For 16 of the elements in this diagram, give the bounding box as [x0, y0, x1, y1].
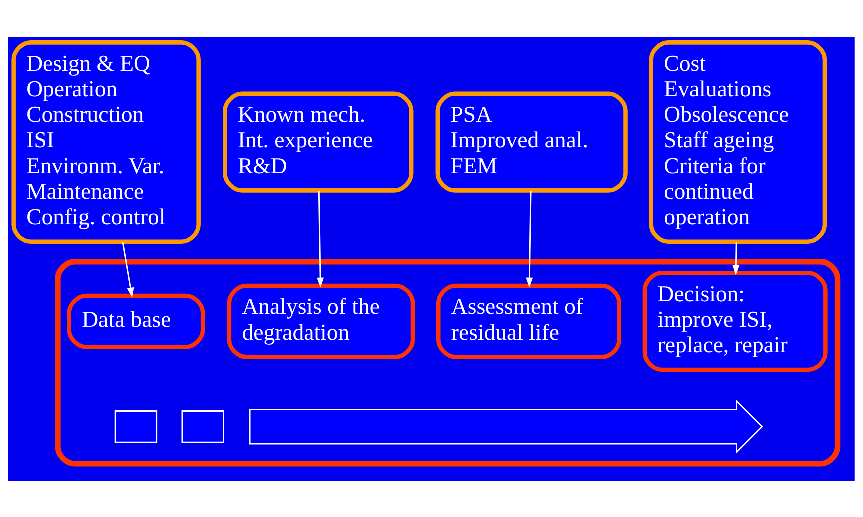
node-box: Design & EQ Operation Construction ISI Environm. Var. Maintenance Config. control	[12, 40, 201, 244]
arrow	[122, 242, 134, 298]
arrow	[317, 190, 324, 288]
node-box: Analysis of the degradation	[227, 283, 416, 359]
arrow	[732, 242, 740, 275]
node-box: Cost Evaluations Obsolescence Staff ageing Criteria for continued operation	[649, 40, 828, 244]
node-box	[114, 410, 158, 443]
node-box: Decision: improve ISI, replace, repair	[642, 270, 828, 372]
cluster	[55, 258, 841, 466]
node-box: PSA Improved anal. FEM	[436, 91, 628, 192]
arrow	[526, 190, 534, 288]
node-box: Known mech. Int. experience R&D	[223, 91, 414, 192]
node-arrow	[249, 399, 764, 454]
node-box	[182, 410, 224, 443]
node-box: Assessment of residual life	[436, 283, 622, 359]
node-box: Data base	[67, 293, 206, 349]
